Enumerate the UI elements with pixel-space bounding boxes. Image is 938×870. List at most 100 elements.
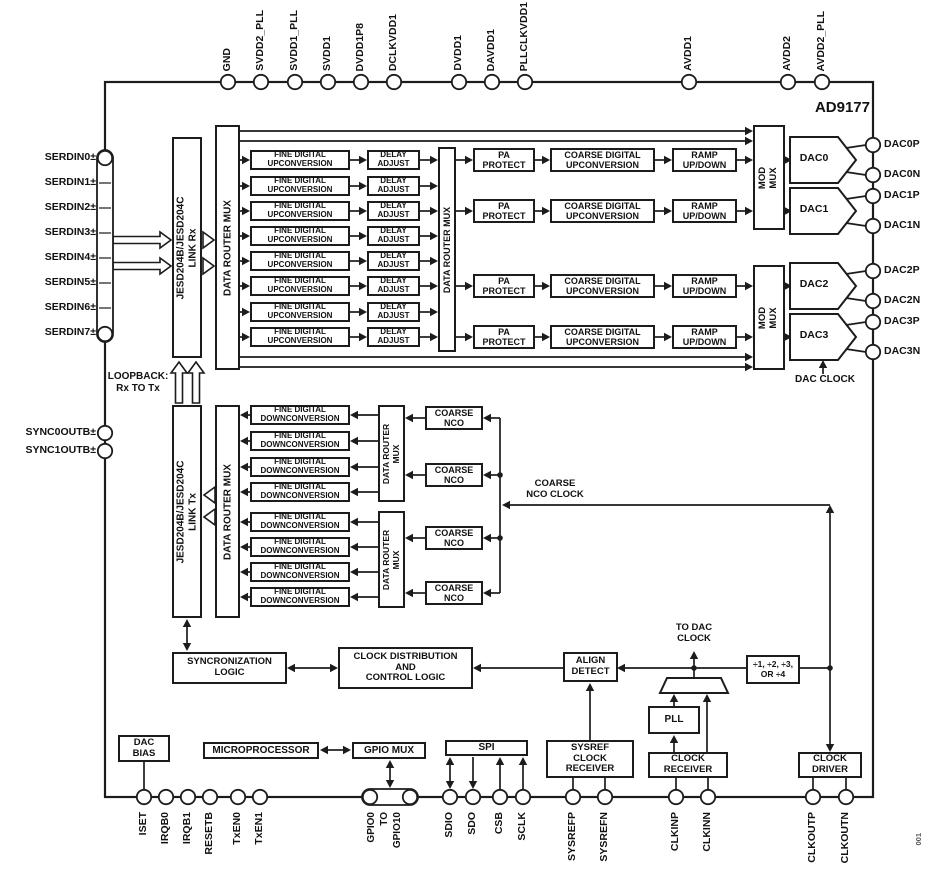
fine-digital-upconversion-5-label: UPCONVERSION <box>267 285 333 294</box>
fine-digital-downconversion-6-label: DOWNCONVERSION <box>260 571 340 580</box>
pin-label-serdin-4: SERDIN4± <box>44 251 96 263</box>
fine-digital-upconversion-1-label: UPCONVERSION <box>267 185 333 194</box>
pin-label-bottomleft-1: IRQB0 <box>159 812 171 845</box>
pin-label-bottomleft-3: RESETB <box>203 812 215 855</box>
coarse-digital-upconversion-1-label: UPCONVERSION <box>565 211 639 221</box>
pin-label-dacout-2: DAC1P <box>884 189 920 201</box>
dac-clock-label-line: DAC CLOCK <box>795 374 855 385</box>
ramp-up-down-2-label: UP/DOWN <box>682 286 727 296</box>
delay-adjust-5-label: ADJUST <box>377 285 410 294</box>
coarse-nco-3-label: NCO <box>444 593 464 603</box>
part-number: AD9177 <box>814 99 870 116</box>
coarse-nco-1-label: NCO <box>444 475 464 485</box>
ramp-up-down-3-label: RAMP <box>691 326 718 337</box>
fine-digital-downconversion-7-label: FINE DIGITAL <box>274 587 326 597</box>
coarse-digital-upconversion-3-label: COARSE DIGITAL <box>564 326 641 337</box>
fine-digital-upconversion-4-label: UPCONVERSION <box>267 260 333 269</box>
mod-mux-1-label: MUX <box>768 306 779 329</box>
pin-label-spi-2: CSB <box>493 812 505 835</box>
pin-label-dacout-7: DAC3N <box>884 345 921 357</box>
synchronization-logic-label: LOGIC <box>214 667 245 678</box>
coarse-digital-upconversion-3-label: UPCONVERSION <box>565 337 639 347</box>
data-router-mux-small-0-label: MUX <box>390 444 401 463</box>
delay-adjust-1-label: DELAY <box>380 176 407 186</box>
pin-label-bottomright-4: CLKOUTP <box>806 812 818 863</box>
pin-label-dacout-3: DAC1N <box>884 219 921 231</box>
pa-protect-0-label: PROTECT <box>482 160 526 170</box>
pin-label-serdin-7: SERDIN7± <box>44 326 96 338</box>
coarse-digital-upconversion-1-label: COARSE DIGITAL <box>564 200 641 211</box>
pin-label-dacout-5: DAC2N <box>884 294 921 306</box>
clock-divider-label: OR ÷4 <box>760 668 786 679</box>
fine-digital-upconversion-7-label: FINE DIGITAL <box>274 327 326 337</box>
fine-digital-upconversion-0-label: UPCONVERSION <box>267 159 333 168</box>
dac-bias-label: DAC <box>133 736 155 748</box>
pin-label-bottomright-0: SYSREFP <box>566 812 578 862</box>
dac-converter-1-label: DAC1 <box>799 203 829 215</box>
pin-label-top-11: AVDD2_PLL <box>815 10 827 71</box>
fine-digital-downconversion-1-label: DOWNCONVERSION <box>260 440 340 449</box>
pin-label-serdin-2: SERDIN2± <box>44 201 96 213</box>
fine-digital-upconversion-2-label: FINE DIGITAL <box>274 201 326 211</box>
ramp-up-down-1-label: RAMP <box>691 200 718 211</box>
delay-adjust-7-label: DELAY <box>380 327 407 337</box>
dac-converter-2-label: DAC2 <box>799 278 829 290</box>
pin-label-bottomright-5: CLKOUTN <box>839 812 851 864</box>
pin-label-dacout-4: DAC2P <box>884 264 920 276</box>
pin-label-spi-0: SDIO <box>443 812 455 838</box>
delay-adjust-7-label: ADJUST <box>377 336 410 345</box>
fine-digital-upconversion-6-label: UPCONVERSION <box>267 311 333 320</box>
ramp-up-down-0-label: RAMP <box>691 149 718 160</box>
clock-distribution-control-logic-label: CONTROL LOGIC <box>365 672 446 684</box>
pin-label-top-9: AVDD1 <box>682 36 694 71</box>
fine-digital-downconversion-5-label: DOWNCONVERSION <box>260 546 340 555</box>
delay-adjust-5-label: DELAY <box>380 276 407 286</box>
mod-mux-0-label: MUX <box>768 166 779 189</box>
pa-protect-1-label: PA <box>498 200 510 211</box>
pa-protect-1-label: PROTECT <box>482 211 526 221</box>
data-router-mux-tx-path-2-label: DATA ROUTER MUX <box>441 206 452 293</box>
coarse-digital-upconversion-2-label: UPCONVERSION <box>565 286 639 296</box>
fine-digital-downconversion-5-label: FINE DIGITAL <box>274 537 326 547</box>
pin-label-top-7: DAVDD1 <box>485 28 497 71</box>
coarse-digital-upconversion-0-label: COARSE DIGITAL <box>564 149 641 160</box>
pin-label-bottomright-1: SYSREFN <box>598 812 610 862</box>
delay-adjust-6-label: DELAY <box>380 302 407 312</box>
fine-digital-downconversion-4-label: DOWNCONVERSION <box>260 521 340 530</box>
pin-label-top-6: DVDD1 <box>452 35 464 71</box>
sysref-clock-receiver-label: RECEIVER <box>565 763 615 775</box>
pin-label-top-1: SVDD2_PLL <box>254 10 266 71</box>
data-router-mux-small-1-label: DATA ROUTER <box>380 529 391 590</box>
pa-protect-2-label: PROTECT <box>482 286 526 296</box>
pin-label-sync-0: SYNC0OUTB± <box>25 426 96 438</box>
pin-label-top-4: DVDD1P8 <box>354 22 366 71</box>
pa-protect-3-label: PROTECT <box>482 337 526 347</box>
